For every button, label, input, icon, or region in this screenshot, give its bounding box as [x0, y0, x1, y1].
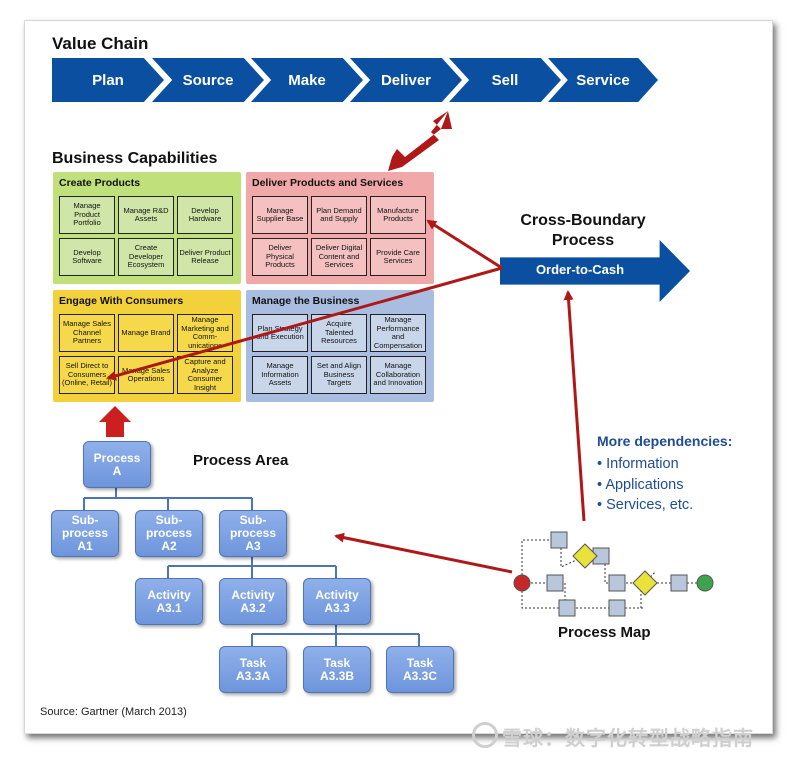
business-capabilities-title: Business Capabilities — [52, 150, 218, 167]
capability-cell: Deliver Product Release — [177, 238, 233, 276]
process-a-box: Process A — [83, 441, 151, 488]
panel-deliver-products: Deliver Products and Services Manage Sup… — [246, 172, 434, 284]
task-label: Task A3.3A — [235, 655, 270, 683]
chain-step-plan: Plan — [52, 58, 164, 102]
subprocess-label: Sub-process A2 — [145, 513, 193, 553]
panel-title: Create Products — [59, 177, 141, 189]
dependency-item: • Services, etc. — [597, 497, 694, 513]
process-area-title: Process Area — [193, 452, 289, 469]
watermark-logo-icon — [472, 722, 498, 748]
capability-cell: Manage Sales Channel Partners — [59, 314, 115, 352]
dependency-item: • Applications — [597, 476, 684, 493]
capability-cell: Manage Product Portfolio — [59, 196, 115, 234]
order-to-cash-label: Order-to-Cash — [535, 262, 625, 277]
chain-step-service: Service — [548, 58, 658, 102]
panel-manage-business: Manage the Business Plan Strategy and Ex… — [246, 290, 434, 402]
gateway-icon — [572, 543, 598, 569]
activity-label: Activity A3.2 — [231, 587, 275, 615]
cross-boundary-title-line2: Process — [551, 232, 615, 249]
task-icon — [558, 599, 576, 617]
capability-cell: Provide Care Services — [370, 238, 426, 276]
up-arrow-icon — [99, 406, 131, 437]
capability-cell: Deliver Physical Products — [252, 238, 308, 276]
task-label: Task A3.3C — [402, 655, 437, 683]
capability-cell: Capture and Analyze Consumer Insight — [177, 356, 233, 394]
capability-cell: Manage Performance and Compensation — [370, 314, 426, 352]
task-icon — [670, 574, 688, 592]
double-arrow-icon — [388, 111, 448, 171]
subprocess-label: Sub-process A1 — [61, 513, 109, 553]
process-map-title: Process Map — [558, 624, 651, 641]
capability-cell: Deliver Digital Content and Services — [311, 238, 367, 276]
dependencies-list: • Information • Applications • Services,… — [597, 454, 693, 516]
subprocess-a2-box: Sub-process A2 — [135, 510, 203, 557]
task-a3-3c-box: Task A3.3C — [386, 646, 454, 693]
capability-cell: Develop Software — [59, 238, 115, 276]
capability-cell: Sell Direct to Consumers (Online, Retail… — [59, 356, 115, 394]
cross-boundary-title-line1: Cross-Boundary — [520, 212, 646, 229]
task-icon — [608, 599, 626, 617]
end-event-icon — [696, 574, 714, 592]
watermark: 雪球：数字化转型战略指南 — [502, 728, 754, 750]
dependencies-title: More dependencies: — [597, 433, 733, 449]
capability-cell: Manage Collaboration and Innovation — [370, 356, 426, 394]
panel-create-products: Create Products Manage Product Portfolio… — [53, 172, 241, 284]
process-map-graphic — [513, 531, 714, 617]
panel-title: Deliver Products and Services — [252, 177, 404, 189]
capability-cell: Manage R&D Assets — [118, 196, 174, 234]
value-chain-title: Value Chain — [52, 34, 149, 53]
capability-cell: Develop Hardware — [177, 196, 233, 234]
capability-cell: Manage Information Assets — [252, 356, 308, 394]
capability-cell: Create Developer Ecosystem — [118, 238, 174, 276]
capability-cell: Manage Sales Operations — [118, 356, 174, 394]
activity-label: Activity A3.3 — [315, 587, 359, 615]
subprocess-label: Sub-process A3 — [229, 513, 277, 553]
capability-cell: Manufacture Products — [370, 196, 426, 234]
capability-cell: Manage Supplier Base — [252, 196, 308, 234]
task-icon — [608, 574, 626, 592]
panel-title: Manage the Business — [252, 295, 360, 307]
activity-a3-2-box: Activity A3.2 — [219, 578, 287, 625]
activity-label: Activity A3.1 — [147, 587, 191, 615]
panel-engage-consumers: Engage With Consumers Manage Sales Chann… — [53, 290, 241, 402]
capability-cell: Plan Strategy and Execution — [252, 314, 308, 352]
task-a3-3a-box: Task A3.3A — [219, 646, 287, 693]
activity-a3-3-box: Activity A3.3 — [303, 578, 371, 625]
task-a3-3b-box: Task A3.3B — [303, 646, 371, 693]
task-icon — [546, 574, 564, 592]
arrow-head-icon — [441, 111, 452, 129]
activity-a3-1-box: Activity A3.1 — [135, 578, 203, 625]
capability-cell: Plan Demand and Supply — [311, 196, 367, 234]
panel-title: Engage With Consumers — [59, 295, 184, 307]
task-label: Task A3.3B — [319, 655, 354, 683]
subprocess-a1-box: Sub-process A1 — [51, 510, 119, 557]
source-note: Source: Gartner (March 2013) — [40, 706, 187, 718]
capability-cell: Set and Align Business Targets — [311, 356, 367, 394]
dependency-item: • Information — [597, 456, 679, 472]
start-event-icon — [513, 574, 531, 592]
subprocess-a3-box: Sub-process A3 — [219, 510, 287, 557]
process-a-label: Process A — [93, 450, 141, 478]
cross-boundary-title: Cross-Boundary Process — [498, 211, 668, 251]
capability-cell: Acquire Talented Resources — [311, 314, 367, 352]
gateway-icon — [632, 570, 658, 596]
task-icon — [550, 531, 568, 549]
capability-cell: Manage Brand — [118, 314, 174, 352]
